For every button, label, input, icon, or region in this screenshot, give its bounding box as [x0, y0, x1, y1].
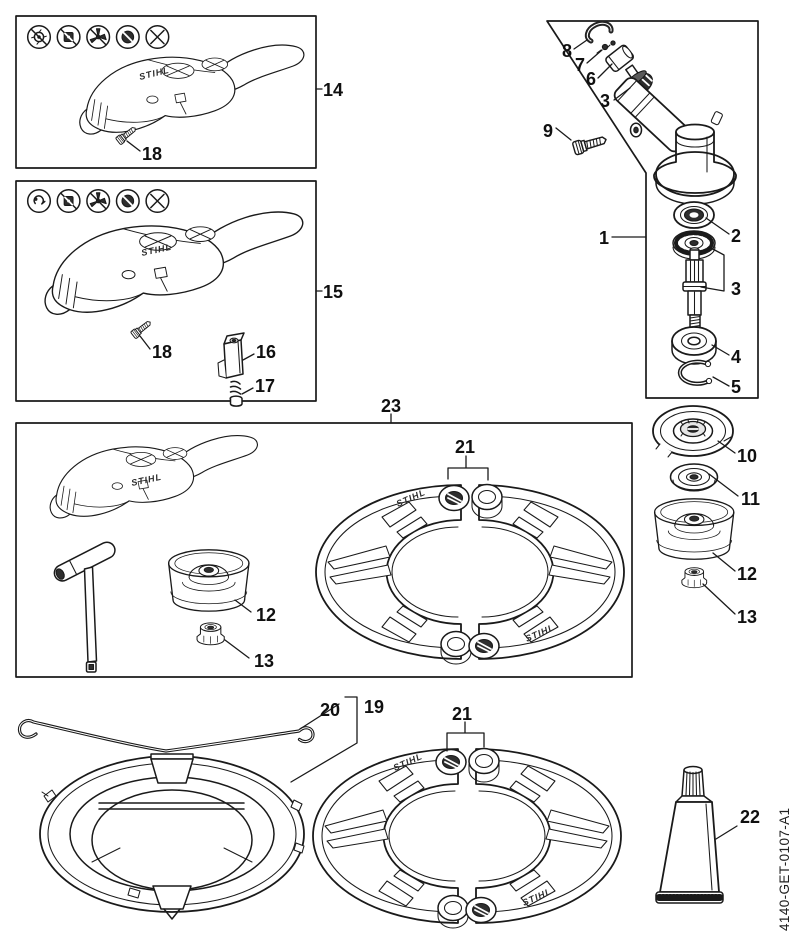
leader-lines [126, 39, 739, 840]
grease-tube-illustration [655, 765, 724, 904]
callout-5: 5 [731, 377, 741, 397]
leader-line-18a [126, 140, 141, 152]
no-toothed-blade-icon [26, 24, 52, 50]
leader-line-6 [597, 63, 613, 79]
leader-line-8 [573, 39, 588, 50]
callout-18b: 18 [152, 342, 172, 362]
guard-base-illustration [39, 753, 305, 920]
gear-housing-illustration [613, 77, 737, 205]
snap-ring-illustration [677, 359, 713, 386]
thrust-washer-illustration [669, 463, 719, 492]
output-shaft-illustration [682, 247, 707, 332]
leader-line-3b [700, 246, 725, 292]
ring-guard-illustration-kit [315, 483, 625, 665]
leader-line-9 [555, 127, 572, 141]
leader-line-21b [446, 721, 485, 752]
no-crossed-blades-icon [145, 24, 170, 50]
guard-screw-illustration-middle [129, 318, 154, 340]
warning-icon-strip-top [26, 24, 170, 50]
stop-bracket-illustration [217, 332, 245, 379]
no-brush-knife-icon [86, 188, 111, 214]
callout-9: 9 [543, 121, 553, 141]
assembly-bracket-outline [546, 20, 759, 399]
combination-wrench-illustration [53, 541, 116, 673]
leader-line-19 [290, 696, 358, 783]
callout-22: 22 [740, 807, 760, 827]
leader-line-3a [613, 87, 631, 101]
callout-12b: 12 [256, 605, 276, 625]
callout-13a: 13 [737, 607, 757, 627]
leader-line-12b [234, 599, 252, 613]
callout-labels: 14 18 15 18 16 17 8 7 6 3 9 1 2 3 4 5 10… [142, 41, 760, 827]
leader-line-20 [299, 703, 340, 730]
thrust-plate-illustration [652, 405, 734, 458]
callout-23: 23 [381, 396, 401, 416]
callout-18a: 18 [142, 144, 162, 164]
callout-10: 10 [737, 446, 757, 466]
callout-21a: 21 [455, 437, 475, 457]
collar-illustration [605, 44, 635, 73]
leader-line-16 [242, 353, 255, 361]
leader-line-10 [717, 440, 736, 454]
callout-8: 8 [562, 41, 572, 61]
gearbox-clamp-screw-illustration [571, 132, 609, 156]
panel-frame-top [15, 15, 317, 169]
callout-3b: 3 [731, 279, 741, 299]
gear-head-group [546, 20, 759, 399]
callout-6: 6 [586, 69, 596, 89]
callout-7: 7 [575, 55, 585, 75]
e-clip-illustration [584, 20, 614, 44]
callout-13b: 13 [254, 651, 274, 671]
callout-17: 17 [255, 376, 275, 396]
callout-11: 11 [741, 489, 760, 509]
rider-plate-illustration-right [653, 498, 735, 560]
no-square-blade-icon [56, 188, 81, 214]
ball-bearing-lower-illustration [671, 326, 717, 365]
ring-guard-illustration-bottom [312, 747, 622, 929]
callout-21b: 21 [452, 704, 472, 724]
callout-1: 1 [599, 228, 609, 248]
ball-bearing-upper-illustration [673, 201, 715, 229]
callout-12a: 12 [737, 564, 757, 584]
leader-line-2 [705, 217, 730, 235]
callout-3a: 3 [600, 91, 610, 111]
panel-frame-kit [15, 422, 633, 678]
callout-2: 2 [731, 226, 741, 246]
callout-15: 15 [323, 282, 343, 302]
leader-line-13b [224, 639, 250, 659]
callout-14: 14 [323, 80, 343, 100]
warning-icon-strip-middle [26, 188, 170, 214]
leader-line-11 [708, 473, 739, 497]
no-crossed-blades-icon [145, 188, 170, 214]
leader-line-22 [715, 825, 738, 840]
leader-line-12a [712, 552, 736, 572]
leader-line-17 [241, 387, 254, 395]
leader-line-4 [711, 344, 730, 356]
leader-line-13a [702, 583, 736, 615]
deflector-guard-illustration-14 [79, 44, 305, 135]
no-line-head-icon [26, 188, 52, 214]
callout-19: 19 [364, 697, 384, 717]
leader-line-21a [447, 455, 489, 481]
small-screws-illustration [596, 40, 616, 54]
wire-bail-illustration [17, 718, 315, 753]
document-reference: 4140-GET-0107-A1 [777, 808, 792, 931]
callout-16: 16 [256, 342, 276, 362]
spring-screw-illustration [229, 380, 243, 407]
no-square-blade-icon [56, 24, 81, 50]
collar-nut-illustration-kit [196, 622, 225, 646]
leader-line-5 [712, 376, 730, 387]
no-brush-knife-icon [86, 24, 111, 50]
no-saw-blade-icon [115, 24, 141, 50]
no-saw-blade-icon [115, 188, 141, 214]
callout-4: 4 [731, 347, 741, 367]
deflector-guard-illustration-15 [44, 211, 304, 315]
callout-20: 20 [320, 700, 340, 720]
leader-line-7 [586, 49, 603, 64]
leader-line-18b [139, 335, 151, 350]
